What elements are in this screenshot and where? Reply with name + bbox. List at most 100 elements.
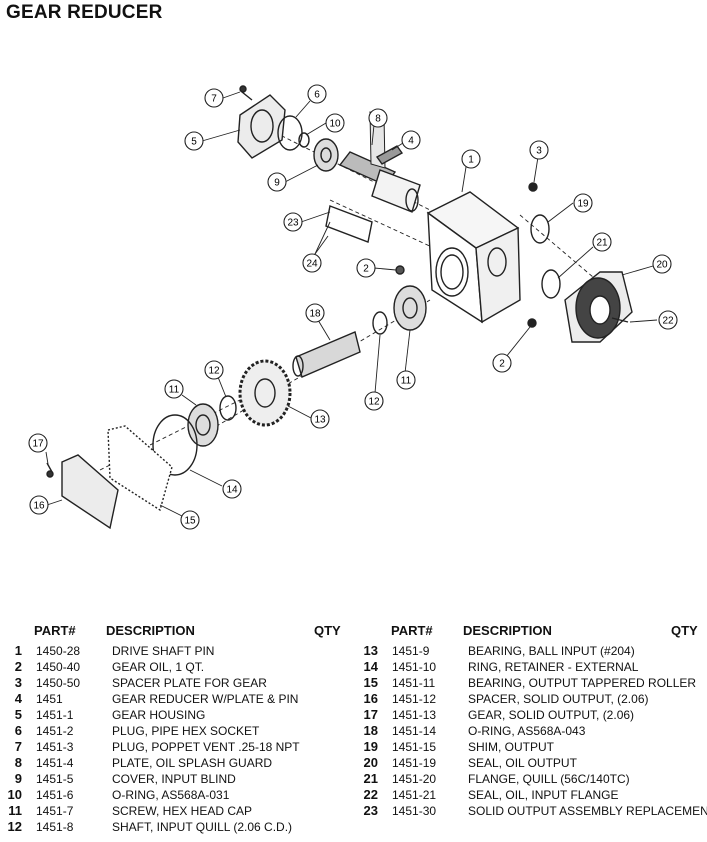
key-shape [375, 145, 404, 165]
callout-bubble [302, 253, 322, 273]
part-number: 1451 [36, 692, 63, 706]
output-shaft-shape [292, 331, 361, 378]
col-header-description-right: DESCRIPTION [463, 623, 552, 638]
part-description: DRIVE SHAFT PIN [112, 644, 215, 658]
callout-number: 8 [375, 114, 381, 125]
col-header-part-left: PART# [34, 623, 76, 638]
callout-bubble [28, 433, 48, 453]
callout-bubble [364, 391, 384, 411]
part-number: 1451-20 [392, 772, 437, 786]
callout-bubble [573, 193, 593, 213]
callout-number: 11 [401, 376, 412, 387]
item-number: 13 [363, 643, 378, 658]
small-seal-shape [298, 132, 310, 148]
part-description: SOLID OUTPUT ASSEMBLY REPLACEMENT [468, 804, 707, 818]
item-number: 6 [14, 723, 22, 738]
col-header-part-right: PART# [391, 623, 433, 638]
callout-bubble [204, 88, 224, 108]
callout-number: 12 [208, 366, 220, 377]
callout-number: 22 [662, 316, 674, 327]
item-number: 11 [8, 803, 22, 818]
callout-number: 16 [33, 501, 45, 512]
part-number: 1451-7 [36, 804, 74, 818]
quill-flange-shape [564, 271, 633, 343]
output-bearing-right-shape [393, 285, 427, 331]
part-description: RING, RETAINER - EXTERNAL [468, 660, 639, 674]
callout-bubble [529, 140, 549, 160]
callout-bubble [368, 108, 388, 128]
callout-number: 9 [274, 178, 280, 189]
callout-number: 21 [596, 238, 608, 249]
callout-bubble [325, 113, 345, 133]
item-number: 7 [14, 739, 22, 754]
part-description: GEAR REDUCER W/PLATE & PIN [112, 692, 299, 706]
item-number: 4 [14, 691, 22, 706]
part-description: SPACER, SOLID OUTPUT, (2.06) [468, 692, 649, 706]
part-description: FLANGE, QUILL (56C/140TC) [468, 772, 630, 786]
item-number: 1 [14, 643, 22, 658]
callout-bubble [164, 379, 184, 399]
item-number: 16 [363, 691, 378, 706]
item-number: 22 [363, 787, 378, 802]
part-number: 1450-50 [36, 676, 81, 690]
part-description: GEAR OIL, 1 QT. [112, 660, 205, 674]
part-description: SEAL, OIL OUTPUT [468, 756, 577, 770]
callout-bubble [184, 131, 204, 151]
plug-shape-left [395, 265, 405, 275]
part-number: 1451-11 [392, 676, 436, 690]
callout-bubble [180, 510, 200, 530]
part-description: SHAFT, INPUT QUILL (2.06 C.D.) [112, 820, 293, 834]
callout-bubble [356, 258, 376, 278]
callout-bubble [305, 303, 325, 323]
callout-bubble [461, 149, 481, 169]
callout-bubble [310, 409, 330, 429]
item-number: 12 [7, 819, 22, 834]
callout-number: 15 [184, 516, 196, 527]
output-cover-shape [46, 454, 119, 530]
part-number: 1451-13 [392, 708, 437, 722]
part-description: SHIM, OUTPUT [468, 740, 554, 754]
callout-bubble [222, 479, 242, 499]
part-number: 1451-15 [392, 740, 437, 754]
item-number: 19 [363, 739, 378, 754]
callout-bubble [401, 130, 421, 150]
output-gasket-shape [107, 425, 173, 512]
col-header-description-left: DESCRIPTION [106, 623, 195, 638]
part-number: 1451-14 [392, 724, 437, 738]
callout-number: 10 [329, 119, 341, 130]
callout-number: 23 [287, 218, 299, 229]
callout-number: 12 [368, 397, 380, 408]
leader-lines [45, 91, 658, 517]
item-number: 18 [363, 723, 378, 738]
input-shaft-shape [338, 111, 421, 213]
part-description: PLUG, POPPET VENT .25-18 NPT [112, 740, 300, 754]
part-description: BEARING, BALL INPUT (#204) [468, 644, 635, 658]
item-number: 14 [363, 659, 378, 674]
callout-bubble [204, 360, 224, 380]
retainer-ring-left-shape [219, 395, 237, 421]
callout-bubble [492, 353, 512, 373]
item-number: 8 [14, 755, 22, 770]
exploded-diagram: 7651084913231924221202218212111113121714… [28, 84, 678, 530]
part-number: 1451-5 [36, 772, 74, 786]
callout-number: 17 [32, 439, 44, 450]
part-number: 1451-12 [392, 692, 437, 706]
callout-bubble [267, 172, 287, 192]
output-o-ring-shape [152, 414, 198, 476]
retainer-ring-right-shape [372, 311, 388, 335]
item-number: 23 [363, 803, 378, 818]
item-number: 15 [363, 675, 378, 690]
part-description: O-RING, AS568A-043 [468, 724, 586, 738]
gasket-shape [325, 205, 373, 243]
page-title: GEAR REDUCER [6, 2, 163, 23]
part-number: 1451-9 [392, 644, 430, 658]
part-number: 1451-10 [392, 660, 437, 674]
part-number: 1451-1 [36, 708, 74, 722]
col-header-qty-right: QTY [671, 623, 698, 638]
callout-number: 3 [536, 146, 542, 157]
callout-number: 18 [309, 309, 321, 320]
callout-number: 5 [191, 137, 197, 148]
callout-number: 14 [226, 485, 238, 496]
item-number: 10 [7, 787, 22, 802]
part-description: GEAR, SOLID OUTPUT, (2.06) [468, 708, 635, 722]
